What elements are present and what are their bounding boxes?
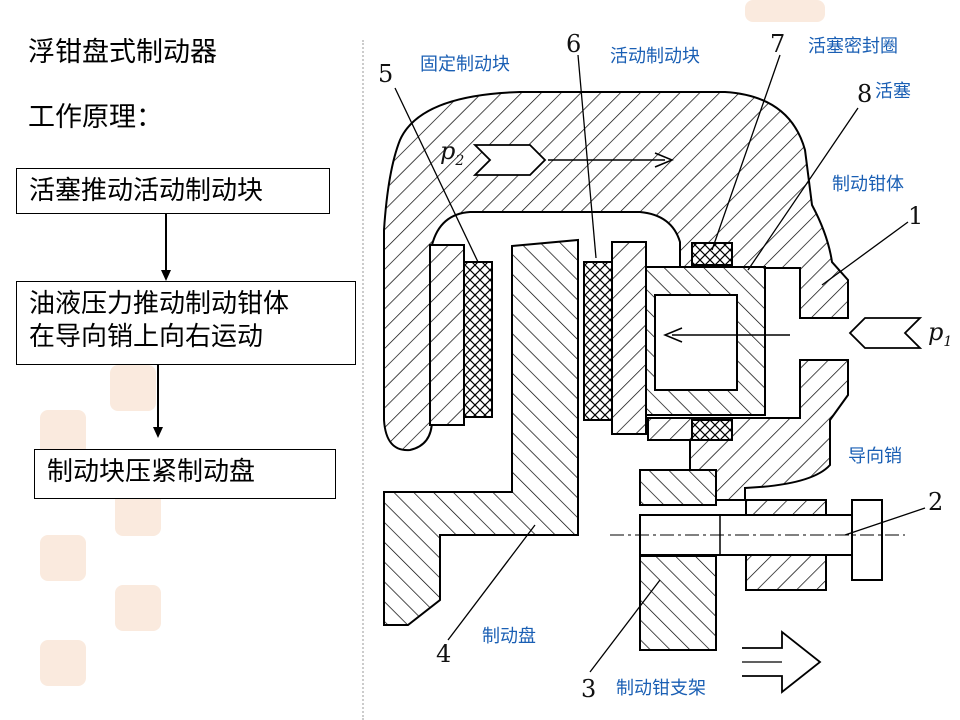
motion-arrow-top-head	[654, 152, 674, 168]
fixed-pad-backing	[429, 244, 465, 426]
dotted-divider	[362, 40, 365, 720]
label-piston: 活塞	[875, 81, 911, 102]
moving-pad-friction	[583, 261, 613, 421]
watermark-stamp	[40, 535, 86, 581]
part-number-8: 8	[857, 80, 873, 108]
flow-step-2: 油液压力推动制动钳体 在导向销上向右运动	[16, 281, 356, 365]
label-guide-pin: 导向销	[848, 446, 902, 467]
moving-pad-backing	[611, 241, 647, 435]
watermark-stamp	[745, 0, 825, 22]
brake-disc	[383, 238, 579, 626]
watermark-stamp	[40, 410, 86, 456]
flow-step-2-line-1: 油液压力推动制动钳体	[29, 289, 290, 319]
flow-step-1: 活塞推动活动制动块	[16, 168, 330, 214]
flow-arrow-2	[157, 365, 159, 427]
slide-subtitle: 工作原理：	[28, 102, 163, 133]
piston-seal-bottom	[691, 419, 733, 441]
guide-pin-head	[851, 499, 883, 581]
leader-5	[394, 87, 479, 263]
caliper-body	[383, 91, 849, 452]
leader-4	[447, 524, 536, 641]
leader-7	[711, 54, 781, 251]
label-caliper-support: 制动钳支架	[616, 678, 706, 699]
watermark-stamp	[110, 365, 156, 411]
piston-bore	[654, 294, 738, 391]
part-number-5: 5	[378, 60, 394, 88]
label-caliper-body: 制动钳体	[832, 174, 904, 195]
flow-step-2-line-2: 在导向销上向右运动	[29, 322, 264, 353]
part-number-1: 1	[908, 202, 924, 230]
label-moving-pad: 活动制动块	[610, 46, 700, 67]
flow-arrow-2-head	[153, 427, 163, 438]
pressure-p1-symbol: p	[928, 318, 944, 346]
flow-arrow-1	[165, 214, 167, 271]
pressure-p2-symbol: p	[440, 137, 456, 165]
part-number-2: 2	[928, 488, 944, 516]
pressure-p1-subscript: 1	[943, 333, 953, 350]
pressure-p2-arrow	[472, 144, 547, 176]
piston-force-arrow-head	[663, 327, 683, 343]
piston-seal-top	[691, 242, 733, 266]
flow-step-3: 制动块压紧制动盘	[34, 449, 336, 499]
part-number-7: 7	[770, 30, 786, 58]
flow-arrow-1-head	[161, 270, 171, 281]
pressure-p2-subscript: 2	[455, 152, 465, 169]
pressure-p1-arrow	[848, 317, 923, 349]
watermark-stamp	[40, 640, 86, 686]
label-fixed-pad: 固定制动块	[420, 54, 510, 75]
label-piston-seal: 活塞密封圈	[808, 36, 898, 57]
leader-6	[577, 54, 597, 259]
label-brake-disc: 制动盘	[482, 626, 536, 647]
part-number-4: 4	[436, 640, 452, 668]
leader-1	[821, 221, 909, 286]
part-number-3: 3	[581, 675, 597, 703]
slide-title: 浮钳盘式制动器	[28, 37, 217, 68]
leader-2	[844, 507, 926, 536]
flow-step-3-text: 制动块压紧制动盘	[47, 457, 256, 487]
leader-3	[589, 579, 661, 673]
part-number-6: 6	[566, 30, 582, 58]
pressure-p1-label: p1	[928, 318, 952, 350]
fixed-pad-friction	[463, 261, 493, 418]
pressure-p2-label: p2	[440, 137, 464, 169]
leader-8	[747, 107, 859, 271]
caliper-support	[639, 469, 717, 651]
flow-step-1-text: 活塞推动活动制动块	[29, 176, 264, 206]
watermark-stamp	[115, 585, 161, 631]
